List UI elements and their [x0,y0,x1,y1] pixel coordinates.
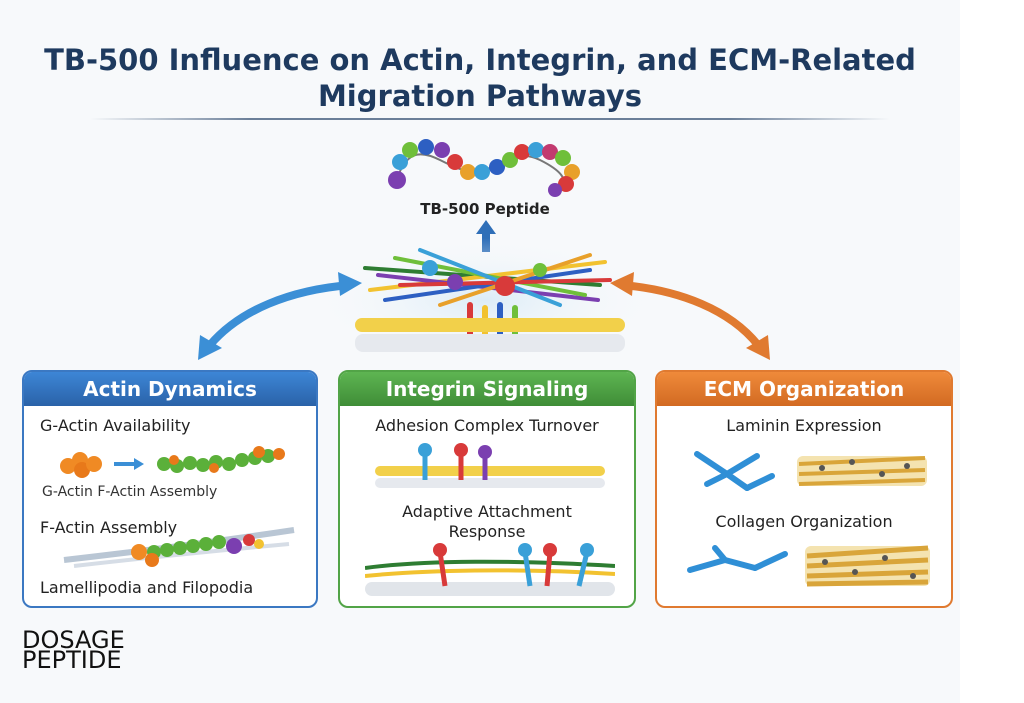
label-adaptive-attachment-response: Adaptive Attachment Response [340,502,634,542]
lamellipodia-icon [54,522,304,572]
panel-heading-integrin: Integrin Signaling [340,372,634,406]
adhesion-complex-icon [375,442,605,492]
label-g-actin-availability: G-Actin Availability [40,416,190,435]
g-actin-to-f-actin-icon [54,446,304,478]
panel-ecm-organization: ECM Organization Laminin Expression Coll… [655,370,953,608]
collagen-icon [685,540,935,590]
brand-logo: DOSAGE PEPTIDE [22,630,125,670]
logo-line-2: PEPTIDE [22,650,125,670]
label-laminin-expression: Laminin Expression [657,416,951,435]
panel-actin-dynamics: Actin Dynamics G-Actin Availability G-Ac… [22,370,318,608]
central-illustration [0,0,960,370]
panel-integrin-signaling: Integrin Signaling Adhesion Complex Turn… [338,370,636,608]
attachment-response-icon [365,542,615,602]
peptide-chain-icon [388,139,580,197]
label-adhesion-complex-turnover: Adhesion Complex Turnover [340,416,634,435]
panel-heading-ecm: ECM Organization [657,372,951,406]
label-collagen-organization: Collagen Organization [657,512,951,531]
panel-heading-actin: Actin Dynamics [24,372,316,406]
label-lamellipodia-filopodia: Lamellipodia and Filopodia [40,578,253,597]
label-g-actin-f-actin-assembly: G-Actin F-Actin Assembly [42,484,217,500]
peptide-label: TB-500 Peptide [380,200,590,218]
laminin-icon [687,444,937,494]
